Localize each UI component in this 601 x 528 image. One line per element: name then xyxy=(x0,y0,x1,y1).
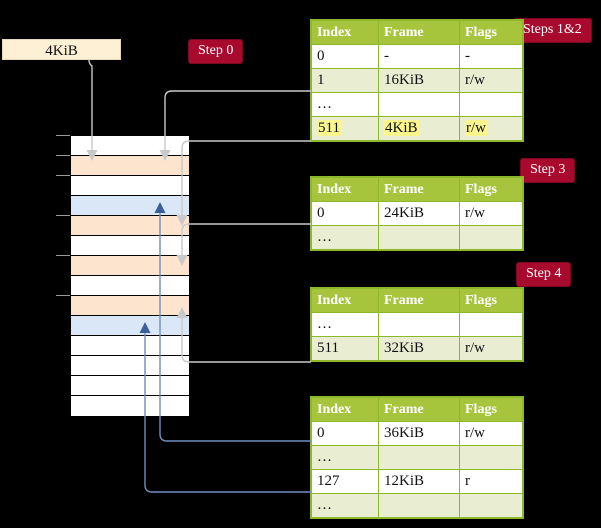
cell-frame: 32KiB xyxy=(378,336,460,361)
cell-index-text: 511 xyxy=(317,120,341,136)
column-header-flags: Flags xyxy=(459,20,523,45)
memory-row xyxy=(71,296,189,316)
cell-frame xyxy=(378,312,460,337)
memory-row xyxy=(71,196,189,216)
memory-tick xyxy=(56,175,70,176)
table-row[interactable]: … xyxy=(311,493,523,518)
cell-frame-text: 4KiB xyxy=(384,120,419,136)
memory-row xyxy=(71,256,189,276)
page-table-pml4: Index Frame Flags 0 - - 1 16KiB r/w … xyxy=(311,20,523,141)
cell-flags: r/w xyxy=(459,68,523,93)
table-row[interactable]: … xyxy=(311,92,523,117)
cell-flags: r/w xyxy=(459,201,523,226)
cell-frame: 16KiB xyxy=(378,68,460,93)
page-table-pdpt: Index Frame Flags 0 24KiB r/w … xyxy=(311,177,523,250)
cell-frame xyxy=(378,445,460,470)
cell-flags xyxy=(459,445,523,470)
memory-row xyxy=(71,396,189,416)
column-header-flags: Flags xyxy=(459,177,523,202)
cell-index: 511 xyxy=(311,116,379,141)
cell-index: … xyxy=(311,445,379,470)
table-row[interactable]: 1 16KiB r/w xyxy=(311,68,523,93)
column-header-index: Index xyxy=(311,20,379,45)
column-header-frame: Frame xyxy=(378,397,460,422)
memory-row xyxy=(71,236,189,256)
table-row[interactable]: … xyxy=(311,225,523,250)
memory-tick xyxy=(56,255,70,256)
memory-row xyxy=(71,156,189,176)
cell-frame: 24KiB xyxy=(378,201,460,226)
cell-flags: r/w xyxy=(459,421,523,446)
cell-index: … xyxy=(311,312,379,337)
column-header-index: Index xyxy=(311,397,379,422)
column-header-flags: Flags xyxy=(459,288,523,313)
step-label-steps-1-2: Steps 1&2 xyxy=(514,19,591,42)
memory-row xyxy=(71,216,189,236)
table-row[interactable]: 127 12KiB r xyxy=(311,469,523,494)
cell-frame xyxy=(378,225,460,250)
cell-index: 1 xyxy=(311,68,379,93)
column-header-frame: Frame xyxy=(378,20,460,45)
memory-row xyxy=(71,336,189,356)
step-label-step-0: Step 0 xyxy=(189,40,243,63)
cell-frame: - xyxy=(378,44,460,69)
cell-flags: r/w xyxy=(459,116,523,141)
cell-flags xyxy=(459,225,523,250)
table-row[interactable]: 511 32KiB r/w xyxy=(311,336,523,361)
cell-index: … xyxy=(311,92,379,117)
step-label-step-3: Step 3 xyxy=(521,159,575,182)
memory-row xyxy=(71,276,189,296)
cell-flags xyxy=(459,312,523,337)
memory-tick xyxy=(56,215,70,216)
table-row[interactable]: … xyxy=(311,445,523,470)
step-label-step-4: Step 4 xyxy=(517,263,571,286)
cell-flags: r xyxy=(459,469,523,494)
cell-frame: 12KiB xyxy=(378,469,460,494)
memory-row xyxy=(71,136,189,156)
cell-index: 511 xyxy=(311,336,379,361)
column-header-index: Index xyxy=(311,177,379,202)
table-row[interactable]: 0 - - xyxy=(311,44,523,69)
column-header-frame: Frame xyxy=(378,177,460,202)
table-row[interactable]: … xyxy=(311,312,523,337)
table-row[interactable]: 0 24KiB r/w xyxy=(311,201,523,226)
cell-index: 127 xyxy=(311,469,379,494)
cell-frame xyxy=(378,92,460,117)
cell-flags xyxy=(459,493,523,518)
wire-pd-row511-to-memory xyxy=(181,318,311,363)
table-row-highlighted[interactable]: 511 4KiB r/w xyxy=(311,116,523,141)
source-frame-box: 4KiB xyxy=(2,39,121,60)
page-table-pt: Index Frame Flags 0 36KiB r/w … 127 12Ki… xyxy=(311,397,523,518)
memory-row xyxy=(71,376,189,396)
cell-index: … xyxy=(311,225,379,250)
cell-frame: 4KiB xyxy=(378,116,460,141)
memory-row xyxy=(71,176,189,196)
cell-index: … xyxy=(311,493,379,518)
column-header-index: Index xyxy=(311,288,379,313)
wire-pml4-row511-to-memory xyxy=(181,140,311,215)
memory-row xyxy=(71,316,189,336)
cell-index: 0 xyxy=(311,421,379,446)
memory-tick xyxy=(56,295,70,296)
cell-frame: 36KiB xyxy=(378,421,460,446)
cell-flags xyxy=(459,92,523,117)
column-header-flags: Flags xyxy=(459,397,523,422)
memory-tick xyxy=(56,155,70,156)
cell-flags: - xyxy=(459,44,523,69)
column-header-frame: Frame xyxy=(378,288,460,313)
memory-row xyxy=(71,356,189,376)
cell-index: 0 xyxy=(311,44,379,69)
cell-flags: r/w xyxy=(459,336,523,361)
cell-index: 0 xyxy=(311,201,379,226)
cell-frame xyxy=(378,493,460,518)
memory-tick xyxy=(56,135,70,136)
cell-flags-text: r/w xyxy=(465,120,487,136)
page-table-pd: Index Frame Flags … 511 32KiB r/w xyxy=(311,288,523,361)
table-row[interactable]: 0 36KiB r/w xyxy=(311,421,523,446)
physical-memory-column xyxy=(70,135,190,416)
wire-pdpt-row0-to-memory xyxy=(181,223,311,255)
